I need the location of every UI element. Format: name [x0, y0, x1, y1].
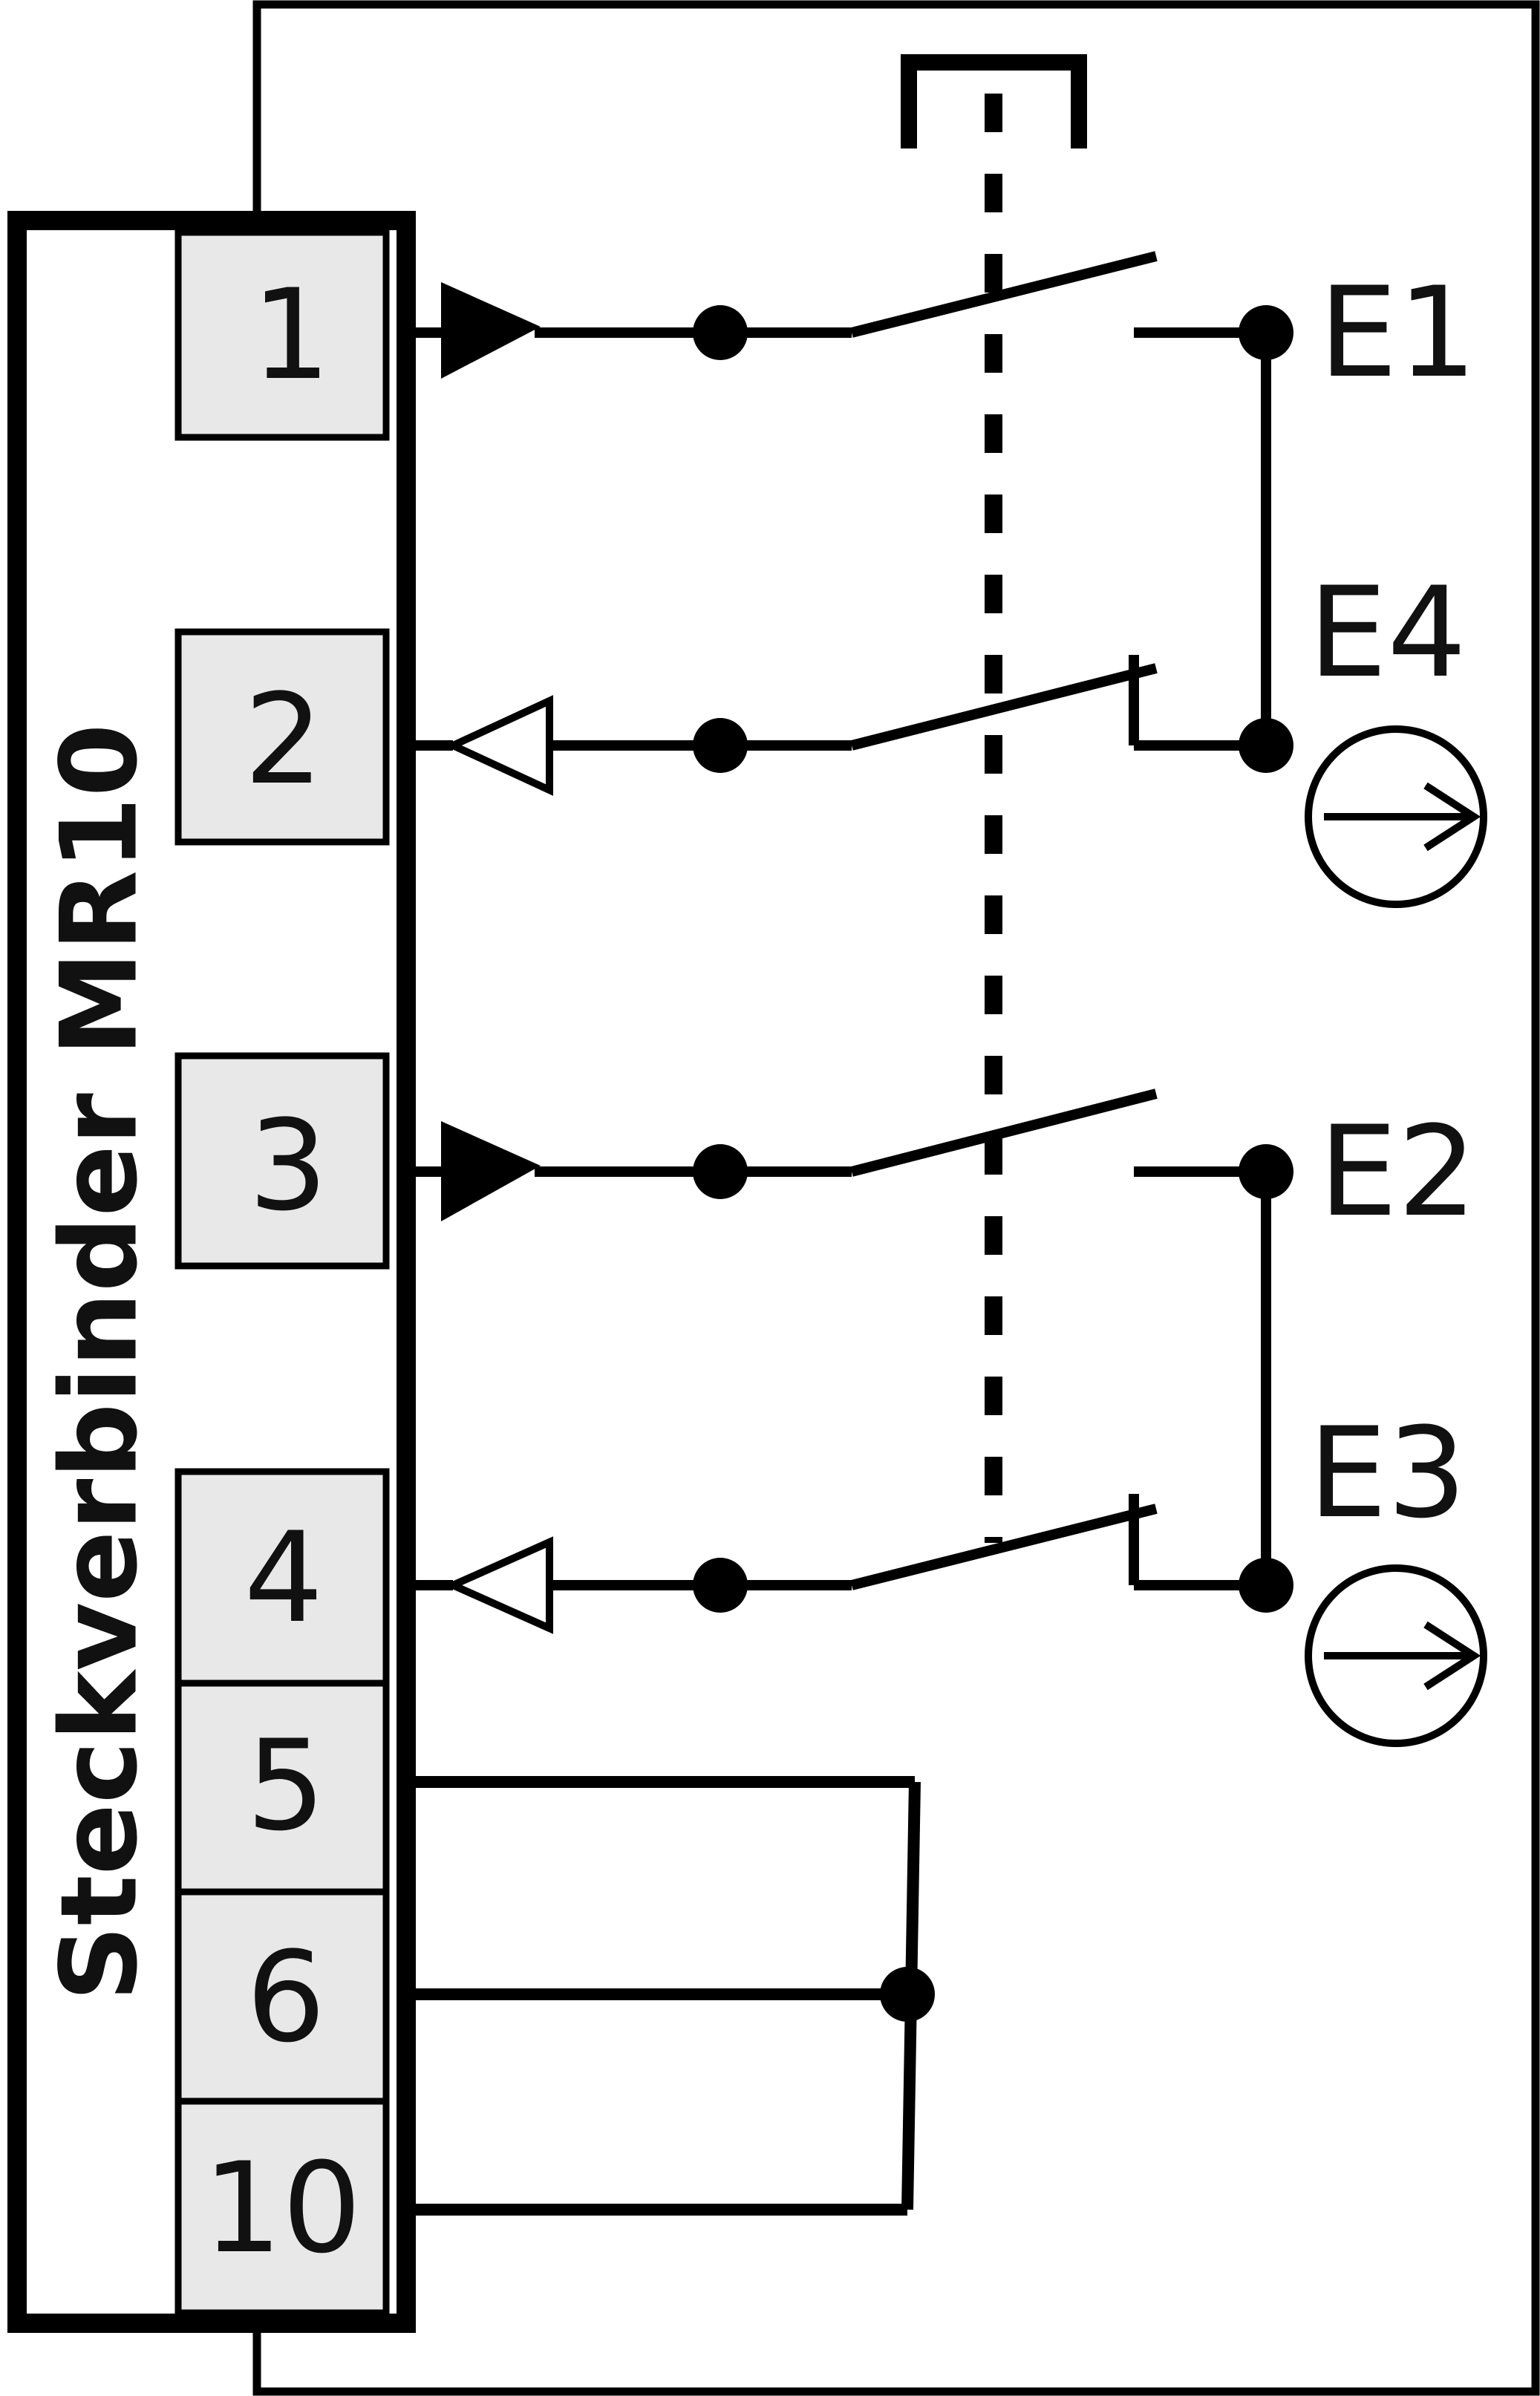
pin-box-3: [174, 1052, 390, 1270]
pin-label-5: 5: [247, 1713, 326, 1858]
terminal-label-e2: E2: [1319, 1099, 1477, 1244]
node-dot: [1239, 305, 1293, 360]
pin-box-1: [174, 229, 390, 441]
positive-opening-icon: [1305, 1564, 1487, 1747]
hollow-arrow-icon: [443, 1536, 553, 1634]
terminal-label-e1: E1: [1319, 260, 1477, 405]
filled-arrow-icon: [441, 1121, 541, 1221]
mechanical-actuator-icon: [901, 54, 1087, 1543]
node-dot: [693, 718, 748, 773]
connector-title: Steckverbinder MR10: [39, 723, 161, 2001]
hollow-arrow-icon: [444, 695, 553, 796]
pin-label-4: 4: [244, 1505, 324, 1651]
pin-label-3: 3: [249, 1093, 328, 1238]
terminal-label-e4: E4: [1308, 560, 1466, 705]
pin-label-6: 6: [247, 1925, 326, 2070]
pin-label-10: 10: [203, 2135, 362, 2281]
pin-box-10: [174, 2098, 390, 2317]
filled-arrow-icon: [441, 282, 541, 379]
node-dot: [693, 305, 748, 360]
pin-label-2: 2: [244, 667, 324, 812]
connector-pins: [174, 229, 390, 2317]
node-dot: [880, 1967, 935, 2022]
pin-box-5: [174, 1680, 390, 1896]
terminal-label-e3: E3: [1308, 1400, 1466, 1546]
pin-box-2: [174, 628, 390, 846]
positive-opening-icon: [1305, 725, 1487, 908]
pin-box-6: [174, 1888, 390, 2105]
node-dot: [693, 1144, 748, 1199]
node-dot: [1239, 1144, 1293, 1199]
node-dot: [693, 1558, 748, 1613]
pin-label-1: 1: [252, 262, 331, 408]
node-dot: [1239, 1558, 1293, 1613]
jumper-5-6-10: [406, 1776, 921, 2216]
node-dot: [1239, 718, 1293, 773]
